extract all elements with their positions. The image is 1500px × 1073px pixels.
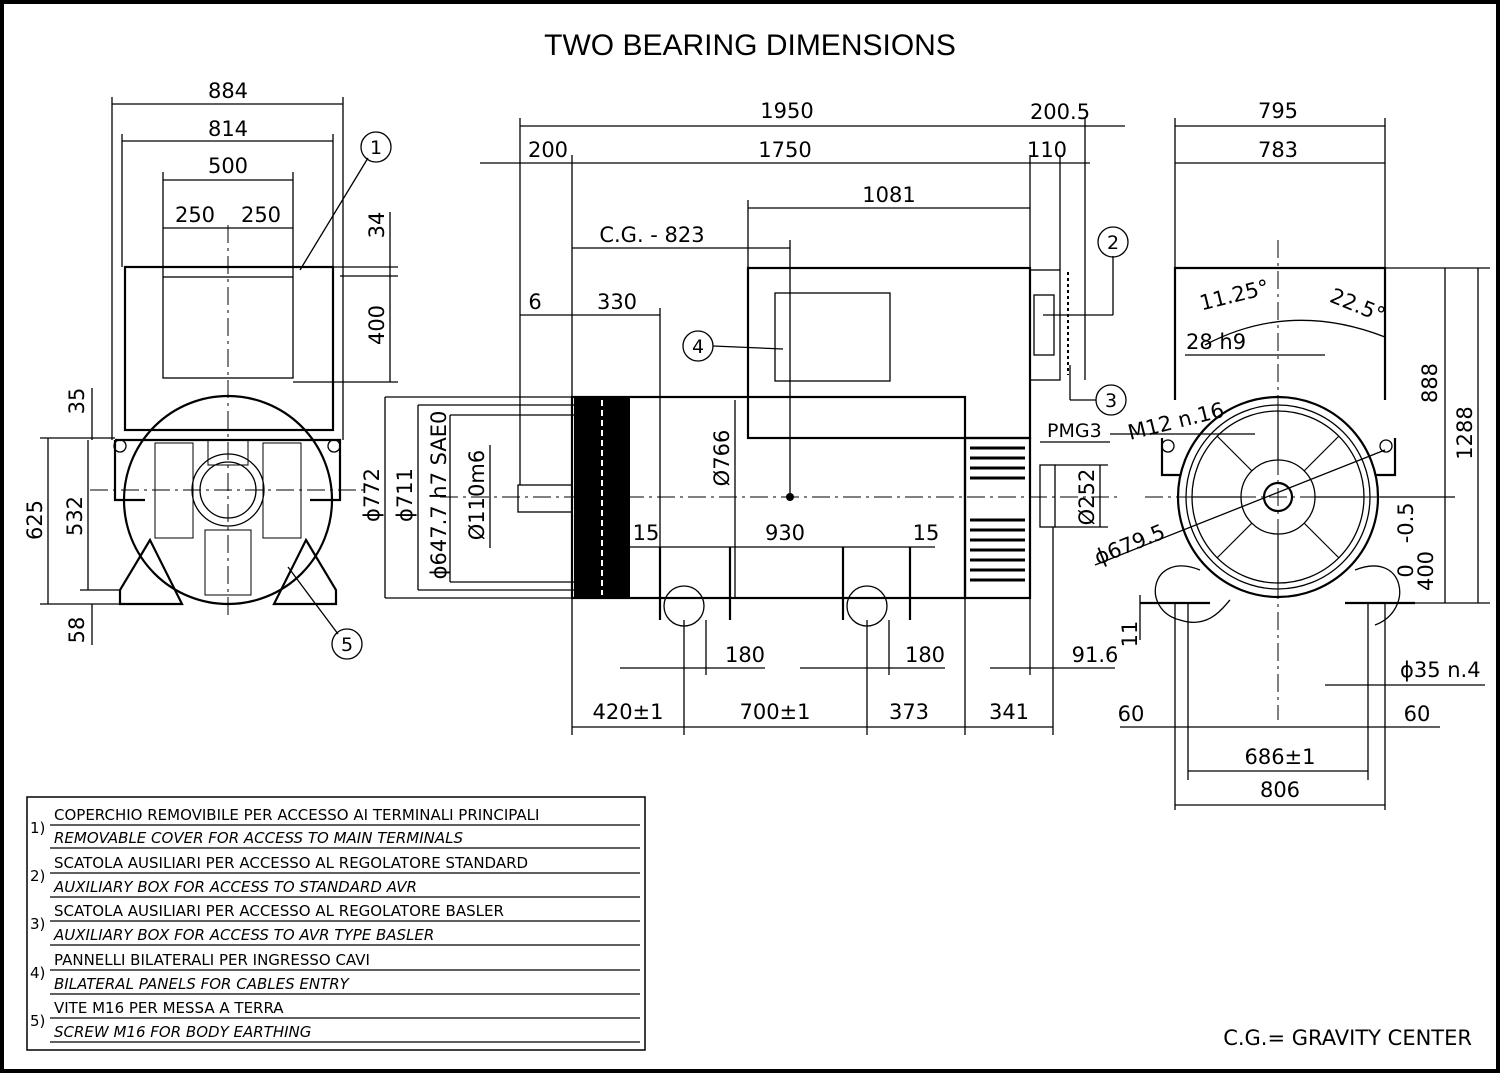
svg-text:SCREW M16 FOR BODY EARTHING: SCREW M16 FOR BODY EARTHING xyxy=(54,1023,311,1041)
dim-373: 373 xyxy=(889,700,929,724)
bolt-m12: M12 n.16 xyxy=(1125,398,1226,445)
dim-34: 34 xyxy=(365,212,389,239)
key-dim: 28 h9 xyxy=(1186,330,1246,354)
drawing-title: TWO BEARING DIMENSIONS xyxy=(544,29,956,62)
dim-6: 6 xyxy=(528,290,541,314)
dim-180-left: 180 xyxy=(725,643,765,667)
dim-35: 35 xyxy=(65,388,89,415)
dim-806: 806 xyxy=(1260,778,1300,802)
dim-341: 341 xyxy=(989,700,1029,724)
svg-text:COPERCHIO REMOVIBILE PER ACCES: COPERCHIO REMOVIBILE PER ACCESSO AI TERM… xyxy=(54,806,539,824)
dim-1288: 1288 xyxy=(1453,406,1477,459)
dim-625: 625 xyxy=(23,500,47,540)
dim-1081: 1081 xyxy=(862,183,915,207)
dim-400-end: 400 xyxy=(1414,551,1438,591)
dim-250-left: 250 xyxy=(175,203,215,227)
svg-text:2: 2 xyxy=(1107,232,1119,254)
svg-text:4: 4 xyxy=(692,336,704,358)
side-view: 1950 200.5 200 1750 110 1081 C.G. - 823 … xyxy=(360,99,1129,735)
legend-item-5: 5) VITE M16 PER MESSA A TERRA SCREW M16 … xyxy=(30,999,311,1041)
dim-500: 500 xyxy=(208,154,248,178)
tolerance: 0 -0.5 xyxy=(1394,502,1418,577)
dim-420: 420±1 xyxy=(592,700,663,724)
dim-884: 884 xyxy=(208,79,248,103)
end-view: 795 783 11.25° 22.5° 28 h9 888 1288 M12 … xyxy=(1091,99,1490,810)
dim-60-right: 60 xyxy=(1404,702,1431,726)
dim-400: 400 xyxy=(365,305,389,345)
angle-22-5: 22.5° xyxy=(1327,284,1389,328)
dim-686: 686±1 xyxy=(1244,745,1315,769)
dim-200-5: 200.5 xyxy=(1030,100,1090,124)
dim-250-right: 250 xyxy=(241,203,281,227)
legend-item-3: 3) SCATOLA AUSILIARI PER ACCESSO AL REGO… xyxy=(30,902,504,944)
svg-text:PANNELLI BILATERALI PER INGRES: PANNELLI BILATERALI PER INGRESSO CAVI xyxy=(54,951,370,969)
dim-200: 200 xyxy=(528,138,568,162)
svg-text:3): 3) xyxy=(30,915,45,933)
dim-110: 110 xyxy=(1027,138,1067,162)
legend-item-2: 2) SCATOLA AUSILIARI PER ACCESSO AL REGO… xyxy=(30,854,528,896)
angle-11-25: 11.25° xyxy=(1197,275,1271,315)
dim-dia-35: ϕ35 n.4 xyxy=(1400,658,1481,682)
gravity-center-note: C.G.= GRAVITY CENTER xyxy=(1223,1026,1472,1050)
svg-text:BILATERAL PANELS FOR CABLES EN: BILATERAL PANELS FOR CABLES ENTRY xyxy=(54,975,351,993)
dim-180-right: 180 xyxy=(905,643,945,667)
legend-item-1: 1) COPERCHIO REMOVIBILE PER ACCESSO AI T… xyxy=(30,806,539,847)
pmg-label: PMG3 xyxy=(1047,420,1102,442)
svg-text:AUXILIARY BOX FOR ACCESS TO ST: AUXILIARY BOX FOR ACCESS TO STANDARD AVR xyxy=(53,878,417,896)
dim-15-left: 15 xyxy=(633,521,660,545)
dim-dia-772: ϕ772 xyxy=(360,468,384,522)
svg-text:3: 3 xyxy=(1105,390,1117,412)
dim-dia-647-7: ϕ647.7 h7 SAE0 xyxy=(427,411,451,580)
dim-1750: 1750 xyxy=(758,138,811,162)
dim-11: 11 xyxy=(1118,621,1142,648)
svg-text:1): 1) xyxy=(30,819,45,837)
svg-text:5): 5) xyxy=(30,1012,45,1030)
svg-text:4): 4) xyxy=(30,964,45,982)
dim-dia-766: Ø766 xyxy=(710,430,734,487)
svg-text:1: 1 xyxy=(370,137,382,159)
dim-930: 930 xyxy=(765,521,805,545)
callout-5 xyxy=(331,628,363,660)
svg-text:5: 5 xyxy=(341,634,353,656)
callout-2 xyxy=(1097,226,1129,258)
dim-888: 888 xyxy=(1418,363,1442,403)
svg-text:SCATOLA AUSILIARI PER ACCESSO: SCATOLA AUSILIARI PER ACCESSO AL REGOLAT… xyxy=(54,902,504,920)
callout-1 xyxy=(360,131,392,163)
dim-795: 795 xyxy=(1258,99,1298,123)
front-view: 884 814 500 250 250 34 400 35 625 532 58… xyxy=(23,79,398,660)
dim-1950: 1950 xyxy=(760,99,813,123)
dim-700: 700±1 xyxy=(739,700,810,724)
svg-text:REMOVABLE COVER FOR ACCESS TO: REMOVABLE COVER FOR ACCESS TO MAIN TERMI… xyxy=(54,829,463,847)
legend-table: 1) COPERCHIO REMOVIBILE PER ACCESSO AI T… xyxy=(26,796,646,1051)
dim-91-6: 91.6 xyxy=(1072,643,1119,667)
legend-item-4: 4) PANNELLI BILATERALI PER INGRESSO CAVI… xyxy=(30,951,370,993)
svg-text:AUXILIARY BOX FOR ACCESS TO AV: AUXILIARY BOX FOR ACCESS TO AVR TYPE BAS… xyxy=(53,926,434,944)
dim-58: 58 xyxy=(65,617,89,644)
dim-330: 330 xyxy=(597,290,637,314)
dim-783: 783 xyxy=(1258,138,1298,162)
callout-3 xyxy=(1095,384,1127,416)
dim-dia-110: Ø110m6 xyxy=(465,450,489,540)
svg-text:2): 2) xyxy=(30,867,45,885)
dim-15-right: 15 xyxy=(913,521,940,545)
svg-text:VITE M16 PER MESSA A TERRA: VITE M16 PER MESSA A TERRA xyxy=(54,999,284,1017)
dim-dia-711: ϕ711 xyxy=(393,468,417,522)
dim-dia-252: Ø252 xyxy=(1075,469,1099,526)
callout-4 xyxy=(682,330,714,362)
dim-60-left: 60 xyxy=(1118,702,1145,726)
dim-814: 814 xyxy=(208,117,248,141)
gravity-center-dim: C.G. - 823 xyxy=(599,223,704,247)
svg-text:SCATOLA AUSILIARI PER ACCESSO: SCATOLA AUSILIARI PER ACCESSO AL REGOLAT… xyxy=(54,854,528,872)
dim-532: 532 xyxy=(63,496,87,536)
